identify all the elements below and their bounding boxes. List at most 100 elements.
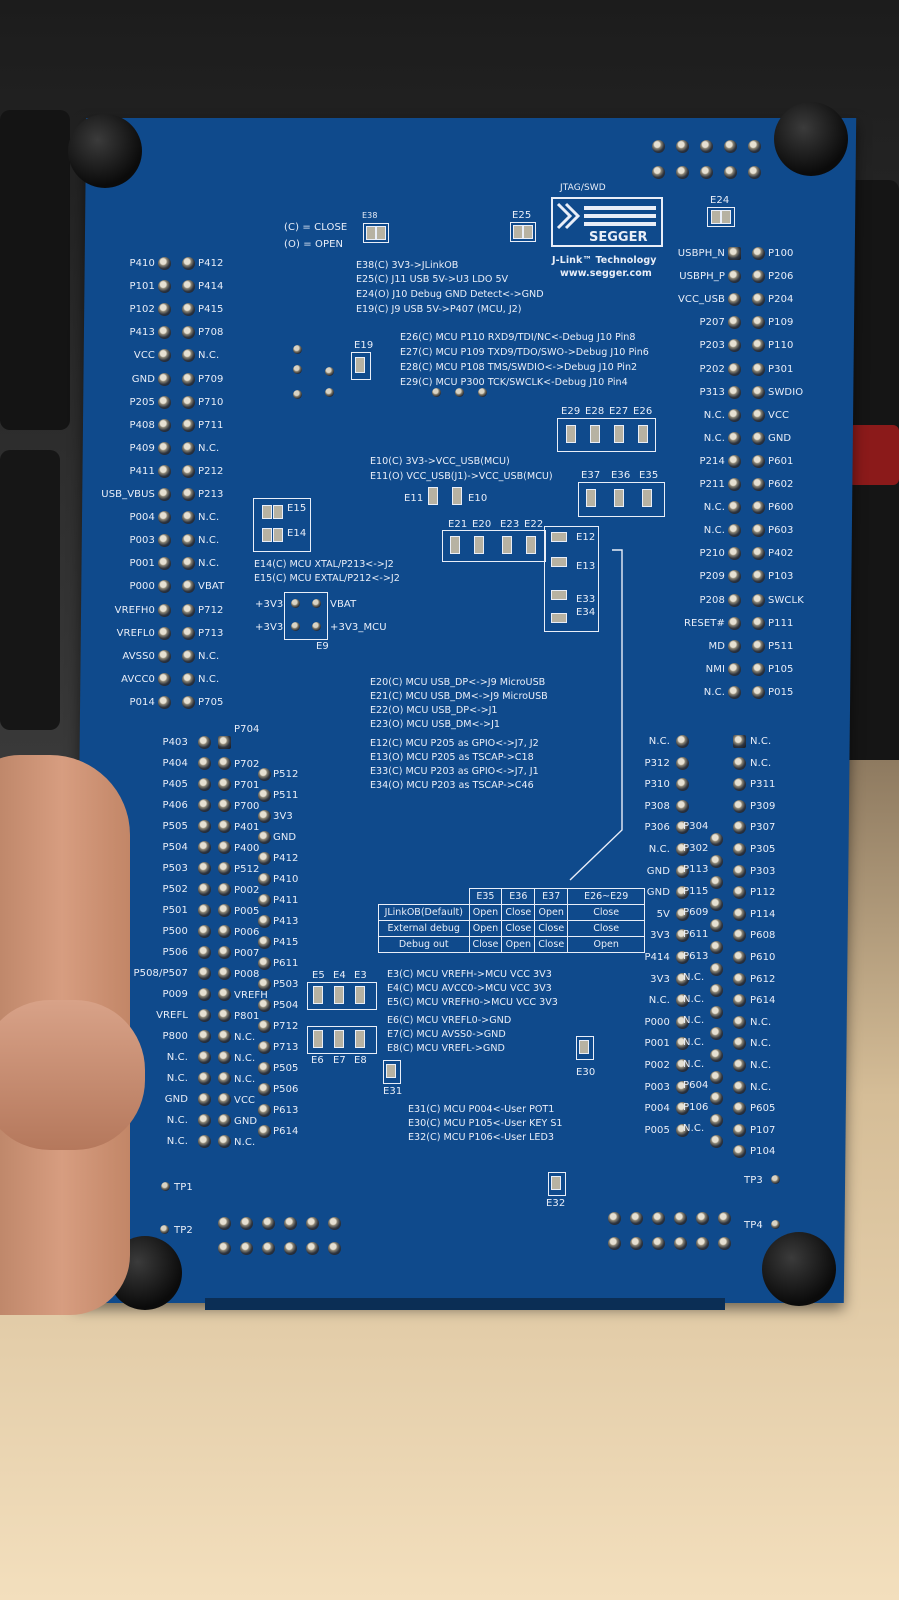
- pin-label: P408: [129, 419, 155, 431]
- pin: [724, 140, 737, 153]
- pin-label: P613: [683, 950, 709, 962]
- jumper-label-e37: E37: [581, 470, 601, 481]
- pin-label: P713: [198, 627, 224, 639]
- pin-label: P712: [273, 1021, 299, 1032]
- pin: [710, 1092, 723, 1106]
- pin-label: P410: [129, 258, 155, 269]
- pin-label: VBAT: [198, 581, 225, 593]
- rubber-foot-top-left: [68, 114, 142, 188]
- pad: [526, 536, 536, 554]
- jumper-note: E13(O) MCU P205 as TSCAP->C18: [370, 752, 534, 763]
- jumper-e9: [284, 592, 328, 640]
- pin: [710, 1113, 723, 1127]
- pin-label: P605: [750, 1103, 776, 1115]
- pin: [198, 1072, 211, 1085]
- pin-label: P202: [699, 363, 725, 375]
- pin-label: N.C.: [234, 1053, 256, 1064]
- pin-label: P610: [750, 952, 776, 963]
- pin-label: P712: [198, 604, 224, 616]
- pin-label: VREFH0: [114, 604, 155, 616]
- pin: [258, 936, 271, 949]
- pin-label: N.C.: [683, 1058, 705, 1070]
- pin-label: USBPH_N: [677, 248, 725, 259]
- pin: [676, 756, 689, 770]
- pad: [386, 1064, 396, 1078]
- pad: [590, 425, 600, 443]
- pin-label: N.C.: [750, 1060, 772, 1071]
- jumper-note: E12(C) MCU P205 as GPIO<->J7, J2: [370, 738, 539, 749]
- legend-close: (C) = CLOSE: [284, 222, 348, 233]
- pin-label: P306: [644, 822, 670, 834]
- pin-label: P005: [644, 1124, 670, 1136]
- legend-open: (O) = OPEN: [284, 239, 344, 250]
- pin: [262, 1242, 275, 1255]
- pin: [728, 685, 741, 699]
- pin-label: RESET#: [683, 617, 725, 629]
- jumper-note: E23(O) MCU USB_DM<->J1: [370, 719, 501, 730]
- pad: [355, 1030, 365, 1048]
- pin-label: P401: [234, 822, 260, 833]
- pin: [182, 326, 195, 340]
- pin: [198, 904, 211, 917]
- pin-label: N.C.: [166, 1136, 188, 1147]
- pin-label: N.C.: [683, 993, 705, 1005]
- pad: [428, 487, 438, 505]
- pin: [752, 685, 765, 699]
- jumper-label-e14: E14: [287, 528, 307, 539]
- pin: [676, 972, 689, 986]
- pad: [273, 505, 283, 519]
- jumper-label-e29: E29: [561, 406, 581, 417]
- pcb-bottom-strip: [205, 1298, 725, 1310]
- jumper-label-e12: E12: [576, 532, 596, 543]
- pin: [198, 799, 211, 812]
- pin: [218, 1051, 231, 1064]
- pin: [182, 603, 195, 617]
- pin-label: P711: [198, 419, 224, 431]
- pin-label: P511: [273, 790, 299, 801]
- pin: [198, 967, 211, 980]
- pad: [262, 528, 272, 542]
- pad: [273, 528, 283, 542]
- jumper-note: E8(C) MCU VREFL->GND: [387, 1043, 505, 1054]
- pin: [710, 1005, 723, 1019]
- jumper-note: E21(C) MCU USB_DM<->J9 MicroUSB: [370, 691, 548, 702]
- pad: [586, 489, 596, 507]
- pin: [733, 907, 746, 921]
- jumper-note: E27(C) MCU P109 TXD9/TDO/SWO->Debug J10 …: [400, 347, 649, 358]
- pin: [710, 1070, 723, 1084]
- jumper-block-e6-e8: [307, 1026, 377, 1054]
- via: [325, 388, 334, 397]
- jumper-label-e32: E32: [546, 1198, 566, 1209]
- pin-label: VCC: [234, 1095, 256, 1106]
- pin: [733, 994, 746, 1008]
- jumper-note: E25(C) J11 USB 5V->U3 LDO 5V: [356, 274, 509, 285]
- pin-label: N.C.: [166, 1073, 188, 1084]
- pin: [700, 166, 713, 179]
- pin-label: P500: [162, 926, 188, 937]
- tp2-label: TP2: [174, 1225, 193, 1236]
- pad: [614, 425, 624, 443]
- jumper-label-e26: E26: [633, 406, 653, 417]
- pin: [158, 441, 171, 455]
- via: [293, 345, 302, 354]
- pin: [728, 293, 741, 307]
- pin-label: N.C.: [683, 1123, 705, 1135]
- pin: [198, 1093, 211, 1106]
- pin: [608, 1237, 621, 1250]
- jumper-note: E19(C) J9 USB 5V->P407 (MCU, J2): [356, 304, 522, 315]
- pin-label: P612: [750, 973, 776, 985]
- test-point-tp2: [160, 1225, 169, 1234]
- pad: [551, 1176, 561, 1190]
- jumper-label-e33: E33: [576, 594, 596, 605]
- via: [312, 599, 321, 608]
- pin-label: P111: [768, 617, 794, 629]
- pin: [158, 257, 171, 270]
- pad: [355, 986, 365, 1004]
- pin: [752, 408, 765, 422]
- pin: [198, 1135, 211, 1148]
- jumper-label-e22: E22: [524, 519, 544, 530]
- jumper-label-e4: E4: [333, 970, 346, 981]
- pin-label: P402: [768, 548, 794, 560]
- pin-label: 3V3: [650, 930, 670, 942]
- pin-label: P114: [750, 908, 776, 920]
